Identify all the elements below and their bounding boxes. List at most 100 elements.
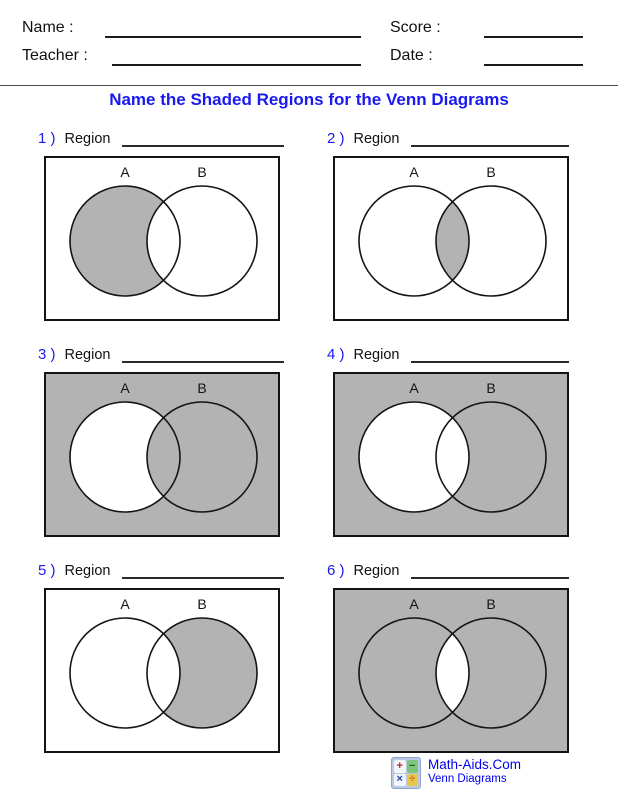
circle-a-region: [359, 186, 469, 296]
circle-a-region: [70, 402, 180, 512]
region-label: Region: [64, 131, 111, 147]
set-b-label: B: [486, 380, 495, 396]
date-blank: [484, 50, 583, 66]
venn-border: [44, 588, 280, 753]
problem-4: 4 ) Region A B: [327, 346, 569, 537]
set-b-label: B: [486, 596, 495, 612]
multiply-icon: ×: [394, 773, 406, 786]
problem-number: 2 ): [327, 130, 345, 147]
set-a-label: A: [120, 596, 130, 612]
teacher-label: Teacher :: [22, 47, 88, 64]
circle-a-outline: [358, 401, 470, 513]
region-label: Region: [64, 347, 111, 363]
intersection-region: [435, 417, 470, 497]
circle-a-outline: [358, 185, 470, 297]
set-a-label: A: [120, 164, 130, 180]
score-blank: [484, 22, 583, 38]
circle-a-outline: [69, 401, 181, 513]
circle-b-outline: [435, 185, 547, 297]
problem-5-header: 5 ) Region: [38, 562, 284, 579]
venn-diagram-4: A B: [333, 372, 569, 537]
answer-blank: [411, 564, 569, 579]
set-b-label: B: [197, 380, 206, 396]
footer-brand-block[interactable]: + − × ÷ Math-Aids.Com Venn Diagrams: [391, 757, 521, 789]
footer-text: Math-Aids.Com Venn Diagrams: [428, 757, 521, 785]
set-a-label: A: [120, 380, 130, 396]
date-label: Date :: [390, 47, 433, 64]
header-divider: [0, 85, 618, 86]
answer-blank: [411, 348, 569, 363]
problem-1: 1 ) Region A B: [38, 130, 284, 321]
problem-number: 6 ): [327, 562, 345, 579]
venn-border: [44, 156, 280, 321]
math-aids-logo-icon[interactable]: + − × ÷: [391, 757, 421, 789]
region-label: Region: [353, 347, 400, 363]
score-label: Score :: [390, 19, 441, 36]
divide-icon: ÷: [406, 773, 418, 786]
circle-b-outline: [146, 185, 258, 297]
problem-6: 6 ) Region A B: [327, 562, 569, 753]
minus-icon: −: [406, 760, 418, 773]
venn-border: [44, 372, 280, 537]
problem-number: 5 ): [38, 562, 56, 579]
problem-3: 3 ) Region A B: [38, 346, 284, 537]
intersection-region: [435, 201, 470, 281]
intersection-region: [146, 633, 181, 713]
intersection-region: [146, 201, 181, 281]
intersection-region: [435, 633, 470, 713]
answer-blank: [411, 132, 569, 147]
circle-b-outline: [146, 617, 258, 729]
venn-diagram-3: A B: [44, 372, 280, 537]
circle-b-region: [147, 402, 257, 512]
venn-diagram-2: A B: [333, 156, 569, 321]
region-label: Region: [353, 131, 400, 147]
circle-a-region: [359, 402, 469, 512]
plus-icon: +: [394, 760, 406, 773]
brand-link[interactable]: Math-Aids.Com: [428, 757, 522, 772]
region-label: Region: [353, 563, 400, 579]
intersection-region: [146, 417, 181, 497]
venn-border: [333, 156, 569, 321]
answer-blank: [122, 132, 284, 147]
set-b-label: B: [197, 596, 206, 612]
circle-b-region: [147, 186, 257, 296]
problem-3-header: 3 ) Region: [38, 346, 284, 363]
circle-b-region: [436, 186, 546, 296]
name-blank: [105, 22, 361, 38]
answer-blank: [122, 348, 284, 363]
problem-number: 4 ): [327, 346, 345, 363]
circle-a-region: [70, 186, 180, 296]
answer-blank: [122, 564, 284, 579]
circle-a-outline: [358, 617, 470, 729]
venn-border: [333, 372, 569, 537]
venn-diagram-5: A B: [44, 588, 280, 753]
set-b-label: B: [197, 164, 206, 180]
problem-6-header: 6 ) Region: [327, 562, 569, 579]
circle-a-region: [359, 618, 469, 728]
worksheet-type-link[interactable]: Venn Diagrams: [428, 773, 507, 785]
problem-4-header: 4 ) Region: [327, 346, 569, 363]
circle-b-outline: [146, 401, 258, 513]
problem-number: 1 ): [38, 130, 56, 147]
circle-b-region: [436, 618, 546, 728]
page-title: Name the Shaded Regions for the Venn Dia…: [109, 90, 509, 109]
circle-b-region: [436, 402, 546, 512]
teacher-blank: [112, 50, 361, 66]
circle-a-outline: [69, 617, 181, 729]
set-b-label: B: [486, 164, 495, 180]
problem-2-header: 2 ) Region: [327, 130, 569, 147]
venn-border: [333, 588, 569, 753]
problem-1-header: 1 ) Region: [38, 130, 284, 147]
problem-number: 3 ): [38, 346, 56, 363]
problem-2: 2 ) Region A B: [327, 130, 569, 321]
venn-diagram-6: A B: [333, 588, 569, 753]
circle-a-outline: [69, 185, 181, 297]
circle-b-outline: [435, 617, 547, 729]
problem-5: 5 ) Region A B: [38, 562, 284, 753]
circle-b-outline: [435, 401, 547, 513]
set-a-label: A: [409, 164, 419, 180]
name-label: Name :: [22, 19, 74, 36]
region-label: Region: [64, 563, 111, 579]
circle-b-region: [147, 618, 257, 728]
